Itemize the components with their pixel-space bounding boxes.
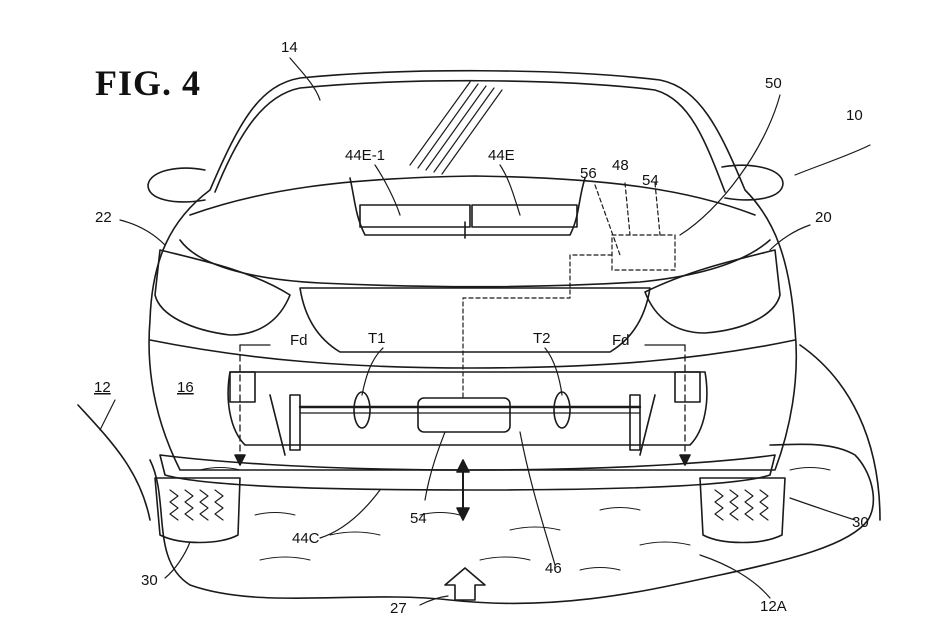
- mirror-left: [147, 167, 206, 203]
- leader-lines: [99, 57, 871, 606]
- tread-right: [714, 489, 769, 521]
- wheel-right: [699, 477, 786, 544]
- bracket-right: [629, 394, 641, 451]
- control-wiring: [462, 182, 676, 399]
- road-edge-left: [77, 404, 151, 521]
- label-t2: T2: [533, 330, 551, 347]
- label-12: 12: [94, 379, 111, 396]
- label-10: 10: [846, 107, 863, 124]
- hood-vent-b: [471, 204, 578, 228]
- headlight-right: [644, 249, 781, 334]
- reference-labels: 14 10 50 44E-1 44E 56 48 54 22 20 Fd Fd …: [94, 39, 869, 617]
- torque-ring-left: [353, 391, 371, 429]
- splitter: [159, 454, 776, 491]
- label-20: 20: [815, 209, 832, 226]
- label-44e: 44E: [488, 147, 515, 164]
- windshield-glare: [409, 81, 503, 175]
- label-30-left: 30: [141, 572, 158, 589]
- force-lines: [239, 344, 686, 463]
- torque-ring-right: [553, 391, 571, 429]
- wheel-left: [154, 477, 241, 544]
- bumper-line: [149, 339, 796, 369]
- label-54-top: 54: [642, 172, 659, 189]
- lower-intake: [227, 371, 708, 446]
- label-14: 14: [281, 39, 298, 56]
- label-56: 56: [580, 165, 597, 182]
- label-22: 22: [95, 209, 112, 226]
- figure-title: FIG. 4: [95, 63, 202, 103]
- road-edge-right: [799, 344, 881, 521]
- road-surface-outline: [149, 443, 875, 605]
- airflow-arrow: [444, 567, 486, 601]
- hood-cowl: [189, 175, 756, 216]
- label-t1: T1: [368, 330, 386, 347]
- grille: [299, 287, 651, 353]
- fog-light-left: [229, 371, 256, 403]
- actuator-body: [417, 397, 511, 433]
- body-outline: [148, 69, 798, 471]
- label-fd-right: Fd: [612, 332, 630, 349]
- fog-light-right: [674, 371, 701, 403]
- label-16: 16: [177, 379, 194, 396]
- hood-scoop: [349, 177, 586, 236]
- label-44e-1: 44E-1: [345, 147, 385, 164]
- label-30-right: 30: [852, 514, 869, 531]
- label-fd-left: Fd: [290, 332, 308, 349]
- headlight-left: [154, 249, 291, 336]
- label-12a: 12A: [760, 598, 787, 615]
- label-44c: 44C: [292, 530, 320, 547]
- tread-left: [169, 489, 224, 521]
- hood-vent-a: [359, 204, 471, 228]
- hood-front-edge: [179, 239, 771, 288]
- label-54: 54: [410, 510, 427, 527]
- label-46: 46: [545, 560, 562, 577]
- label-27: 27: [390, 600, 407, 617]
- windshield: [214, 79, 726, 193]
- label-48: 48: [612, 157, 629, 174]
- bracket-left: [289, 394, 301, 451]
- label-50: 50: [765, 75, 782, 92]
- mirror-right: [721, 164, 784, 201]
